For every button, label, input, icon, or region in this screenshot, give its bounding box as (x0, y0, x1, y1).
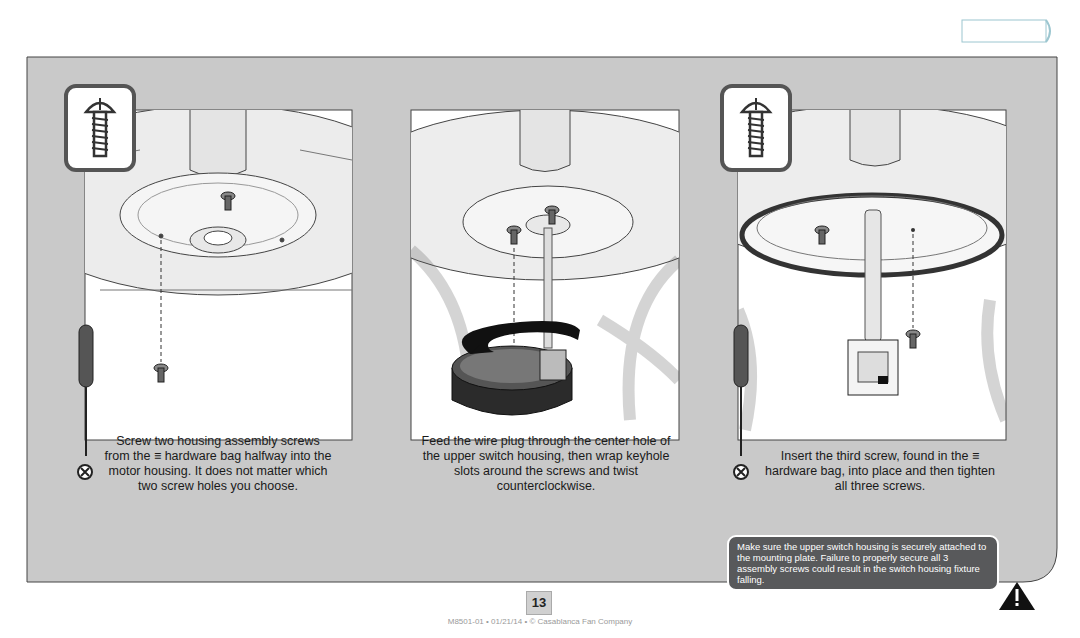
step-caption: Screw two housing assembly screws from t… (102, 434, 334, 494)
page-number: 13 (532, 595, 546, 611)
step-caption: Feed the wire plug through the center ho… (415, 434, 677, 494)
step-caption: Insert the third screw, found in the ≡ h… (760, 449, 1000, 494)
footer-text: M8501-01 • 01/21/14 • © Casablanca Fan C… (340, 617, 740, 627)
warning-text: Make sure the upper switch housing is se… (737, 541, 989, 585)
page-number-box: 13 (526, 591, 552, 615)
warning-box: Make sure the upper switch housing is se… (727, 535, 999, 591)
